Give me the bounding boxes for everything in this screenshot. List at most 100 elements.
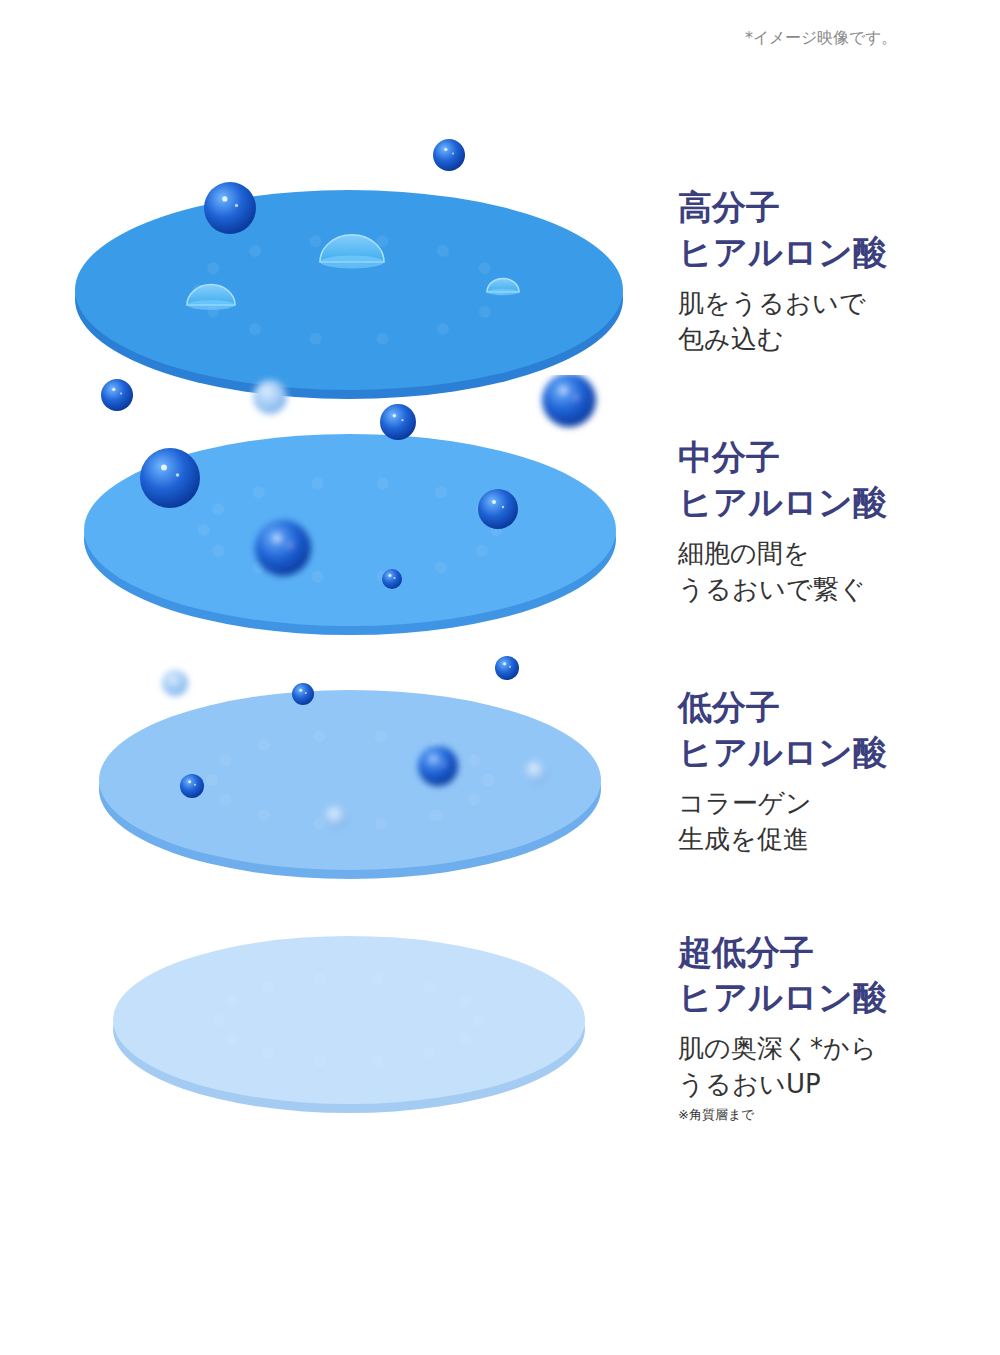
- droplet-highlight: [538, 770, 540, 772]
- hyaluronic-layer: 超低分子 ヒアルロン酸肌の奥深く*から うるおいUP ※角質層まで: [60, 915, 940, 1145]
- droplet-highlight: [452, 152, 454, 154]
- texture-dot: [435, 562, 447, 574]
- texture-dot: [375, 818, 387, 830]
- droplet-ball: [524, 760, 548, 784]
- droplet: [433, 139, 465, 171]
- texture-dot: [314, 973, 326, 985]
- layer-text: 低分子 ヒアルロン酸コラーゲン 生成を促進: [678, 685, 938, 857]
- texture-dot: [437, 323, 449, 335]
- droplet-highlight: [120, 392, 122, 394]
- texture-dot: [309, 333, 321, 345]
- texture-dot: [473, 1014, 485, 1026]
- layer-heading: 超低分子 ヒアルロン酸: [678, 930, 938, 1020]
- droplet: [292, 683, 314, 705]
- texture-dot: [430, 809, 442, 821]
- droplet: [204, 182, 256, 234]
- droplet-base: [187, 300, 235, 310]
- texture-dot: [311, 477, 323, 489]
- droplet: [380, 404, 416, 440]
- droplet-highlight: [273, 394, 275, 396]
- droplet: [324, 805, 348, 829]
- texture-dot: [249, 323, 261, 335]
- texture-dot: [460, 996, 472, 1008]
- droplet-highlight: [171, 677, 174, 680]
- texture-dot: [207, 262, 219, 274]
- droplet-highlight: [574, 396, 577, 399]
- droplet-ball: [418, 746, 458, 786]
- droplet-ball: [101, 379, 133, 411]
- droplet-highlight: [401, 419, 403, 421]
- texture-dot: [262, 1047, 274, 1059]
- droplet-highlight: [332, 811, 335, 814]
- disc-top: [99, 690, 601, 870]
- disc-top: [84, 434, 616, 626]
- texture-dot: [249, 245, 261, 257]
- droplet: [101, 379, 133, 411]
- texture-dot: [468, 754, 480, 766]
- texture-dot: [482, 774, 494, 786]
- droplet: [382, 569, 402, 589]
- texture-dot: [314, 1055, 326, 1067]
- droplet: [180, 774, 204, 798]
- droplet-ball: [433, 139, 465, 171]
- droplet-ball: [478, 489, 518, 529]
- texture-dot: [424, 981, 436, 993]
- droplet-highlight: [305, 692, 307, 694]
- droplet-ball: [324, 805, 348, 829]
- texture-dot: [372, 1055, 384, 1067]
- texture-dot: [220, 794, 232, 806]
- droplet-base: [320, 256, 384, 269]
- hyaluronic-layer: 中分子 ヒアルロン酸細胞の間を うるおいで繋ぐ: [60, 375, 940, 640]
- texture-dot: [435, 486, 447, 498]
- droplet-highlight: [561, 388, 566, 393]
- texture-dot: [372, 973, 384, 985]
- texture-dot: [468, 794, 480, 806]
- droplet-highlight: [177, 681, 179, 683]
- droplet-highlight: [432, 757, 436, 761]
- droplet-highlight: [444, 148, 447, 151]
- texture-dot: [309, 235, 321, 247]
- droplet-highlight: [532, 766, 535, 769]
- texture-dot: [313, 730, 325, 742]
- layer-text: 中分子 ヒアルロン酸細胞の間を うるおいで繋ぐ: [678, 435, 938, 607]
- droplet-highlight: [442, 763, 444, 765]
- droplet-highlight: [492, 500, 496, 504]
- disc-top: [75, 190, 623, 390]
- layer-description: 肌をうるおいで 包み込む: [678, 285, 918, 357]
- texture-dot: [213, 1014, 225, 1026]
- footnote: ※角質層まで: [678, 1106, 938, 1124]
- texture-dot: [377, 333, 389, 345]
- texture-dot: [460, 1032, 472, 1044]
- texture-dot: [226, 996, 238, 1008]
- image-note: *イメージ映像です。: [745, 28, 897, 49]
- droplet-highlight: [112, 388, 115, 391]
- texture-dot: [262, 981, 274, 993]
- droplet-highlight: [188, 780, 191, 783]
- layer-description: コラーゲン 生成を促進: [678, 785, 918, 857]
- droplet-ball: [380, 404, 416, 440]
- layer-text: 高分子 ヒアルロン酸肌をうるおいで 包み込む: [678, 185, 938, 357]
- texture-dot: [198, 524, 210, 536]
- droplet-highlight: [235, 204, 238, 207]
- texture-dot: [479, 306, 491, 318]
- droplet-ball: [180, 774, 204, 798]
- droplet: [418, 746, 458, 786]
- texture-dot: [375, 730, 387, 742]
- droplet: [253, 380, 287, 414]
- layer-heading: 高分子 ヒアルロン酸: [678, 185, 938, 275]
- layer-heading: 低分子 ヒアルロン酸: [678, 685, 938, 775]
- disc-top: [113, 936, 585, 1104]
- droplet: [495, 656, 519, 680]
- texture-dot: [313, 818, 325, 830]
- droplet-ball: [253, 380, 287, 414]
- texture-dot: [220, 754, 232, 766]
- droplet-base: [487, 289, 519, 295]
- droplet: [162, 670, 188, 696]
- droplet-ball: [542, 375, 596, 427]
- droplet-highlight: [161, 465, 167, 471]
- texture-dot: [476, 545, 488, 557]
- hyaluronic-layer: 高分子 ヒアルロン酸肌をうるおいで 包み込む: [60, 130, 940, 402]
- layer-description: 肌の奥深く*から うるおいUP: [678, 1030, 918, 1102]
- droplet: [524, 760, 548, 784]
- texture-dot: [437, 245, 449, 257]
